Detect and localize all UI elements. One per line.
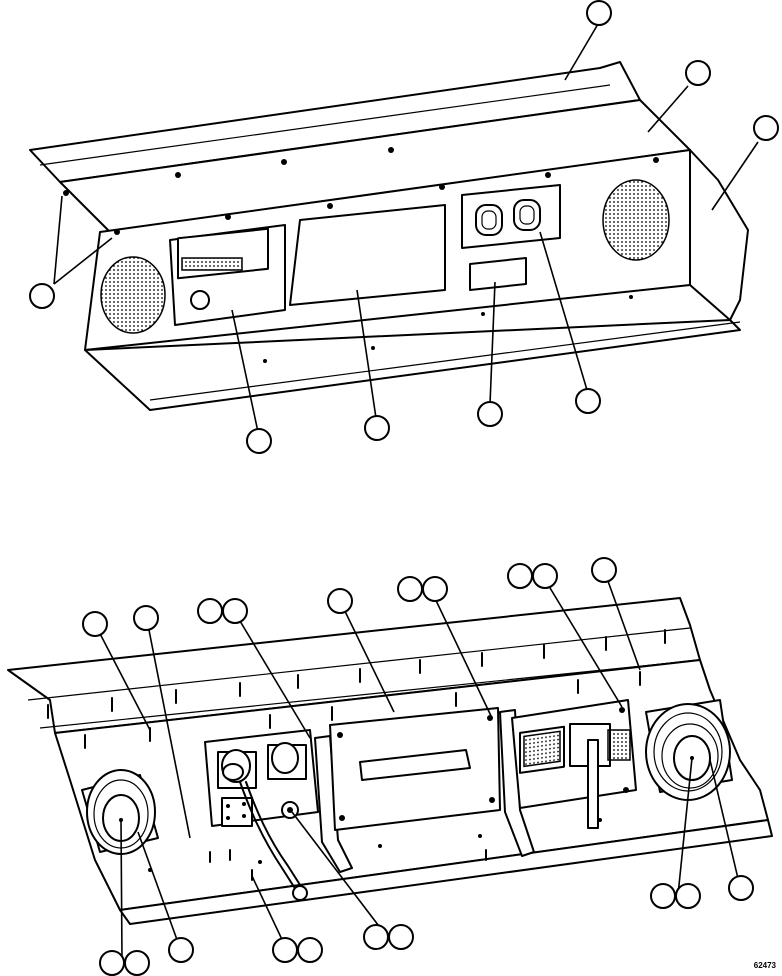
callout-balloon — [246, 428, 272, 454]
left-speaker-grille — [100, 256, 166, 334]
front-view — [29, 0, 779, 454]
rear-view — [7, 557, 773, 976]
callout-balloon — [124, 950, 150, 976]
callouts-rear — [82, 557, 754, 976]
callouts-top — [29, 0, 779, 454]
callout-balloon — [82, 611, 108, 637]
callout-balloon — [133, 605, 159, 631]
placard — [469, 257, 527, 291]
radio-faceplate — [181, 257, 243, 271]
callout-balloon — [99, 950, 125, 976]
radio-unit — [177, 227, 269, 280]
right-side-panel — [689, 149, 749, 321]
right-speaker-grille — [602, 179, 670, 261]
callout-balloon — [650, 883, 676, 909]
callout-balloon — [422, 576, 448, 602]
callout-balloon — [397, 576, 423, 602]
callout-balloon — [297, 937, 323, 963]
callout-balloon — [591, 557, 617, 583]
rivets-top — [63, 147, 659, 363]
right-speaker — [645, 699, 733, 801]
rear-bottom-lip — [119, 819, 773, 925]
callout-balloon — [532, 563, 558, 589]
callout-balloon — [168, 937, 194, 963]
terminal-assembly — [511, 699, 637, 829]
callout-balloon — [197, 598, 223, 624]
switch-right — [513, 199, 541, 231]
callout-balloon — [477, 401, 503, 427]
callout-balloon — [675, 883, 701, 909]
callout-balloon — [388, 924, 414, 950]
callout-balloon — [363, 924, 389, 950]
callout-balloon — [753, 115, 779, 141]
leaders-rear — [95, 569, 741, 961]
center-blank-panel — [289, 204, 446, 306]
callout-balloon — [507, 563, 533, 589]
figure-id-label: 62473 — [753, 961, 776, 970]
callout-balloon — [586, 0, 612, 26]
studs — [47, 629, 666, 749]
callout-balloon — [685, 60, 711, 86]
center-cover-plate — [329, 707, 501, 831]
switch-left — [475, 204, 503, 236]
callout-balloon — [29, 283, 55, 309]
knob — [190, 290, 210, 310]
top-flange — [29, 61, 641, 183]
callout-balloon — [327, 588, 353, 614]
callout-balloon — [222, 598, 248, 624]
rivets-rear — [148, 818, 602, 881]
connector-panel — [204, 729, 319, 901]
callout-balloon — [272, 937, 298, 963]
callout-balloon — [728, 875, 754, 901]
leaders-top — [53, 23, 759, 433]
callout-balloon — [364, 415, 390, 441]
callout-balloon — [575, 388, 601, 414]
